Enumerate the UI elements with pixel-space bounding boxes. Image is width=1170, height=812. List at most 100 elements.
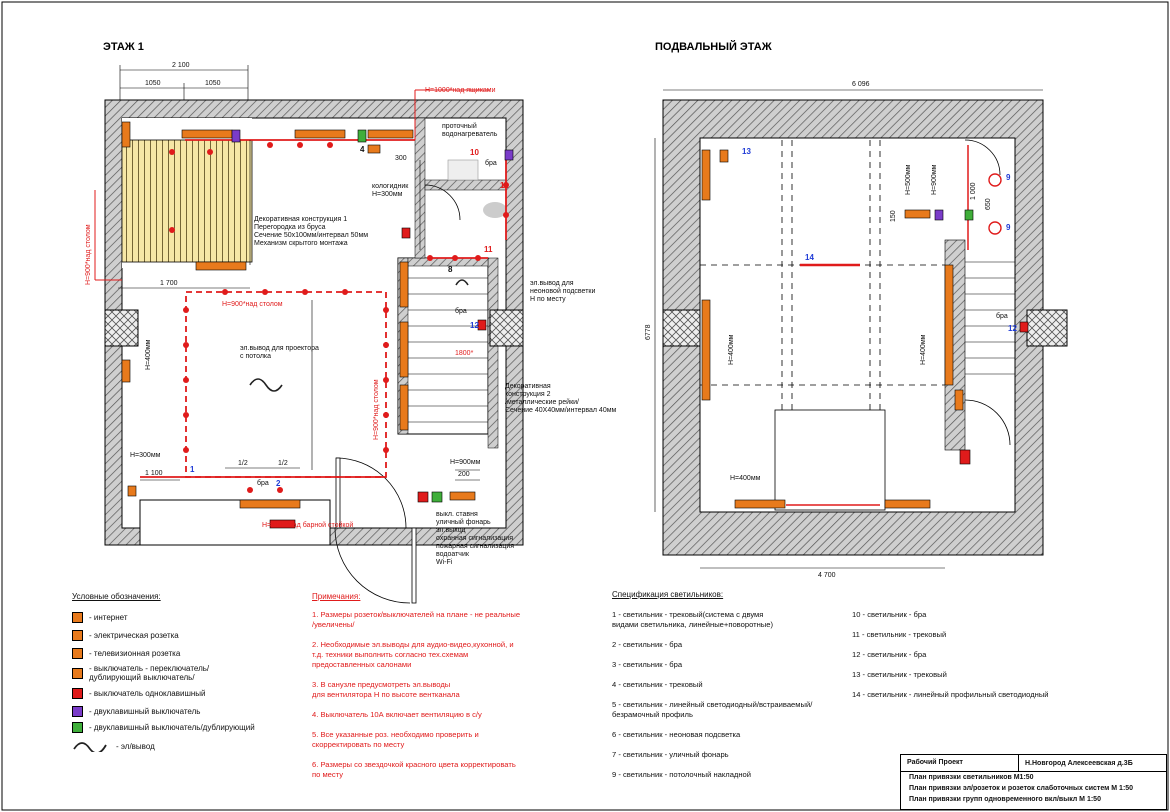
num-8: 8 bbox=[448, 265, 453, 274]
num-4: 4 bbox=[360, 145, 365, 154]
spec-item-13: 13 - светильник - трековый bbox=[852, 670, 947, 679]
num-2: 2 bbox=[276, 479, 281, 488]
num-1: 1 bbox=[190, 465, 195, 474]
legend-item-tv: - телевизионная розетка bbox=[72, 648, 180, 659]
label-bra-1: бра bbox=[485, 159, 497, 167]
double-dup-switch-icon bbox=[72, 722, 83, 733]
spec-title: Спецификация светильников: bbox=[612, 590, 724, 599]
basement-sockets bbox=[701, 149, 964, 509]
floor1-door bbox=[335, 457, 407, 529]
basement-title: ПОДВАЛЬНЫЙ ЭТАЖ bbox=[655, 40, 772, 53]
notes-title: Примечания: bbox=[312, 592, 361, 601]
floor1-window-left bbox=[104, 309, 139, 347]
label-h500: Н=500мм bbox=[905, 164, 912, 195]
spec-item-7: 7 - светильник - уличный фонарь bbox=[612, 750, 729, 759]
projector-cable-icon bbox=[249, 378, 283, 392]
ceiling-light-9b bbox=[988, 221, 1002, 235]
dim-300: 300 bbox=[395, 155, 407, 162]
toilet-icon bbox=[483, 202, 507, 218]
floor1-outer-wall bbox=[104, 99, 524, 546]
num-11a: 11 bbox=[500, 181, 509, 190]
label-h900-top: Н=900*над столом bbox=[222, 301, 283, 308]
floor1-title: ЭТАЖ 1 bbox=[103, 41, 144, 53]
spec-col-2: 10 - светильник - бра 11 - светильник - … bbox=[852, 610, 1082, 710]
single-switch-icon bbox=[72, 688, 83, 699]
double-switch-icon bbox=[72, 706, 83, 717]
label-h1000: Н=1000*над ящиками bbox=[425, 87, 496, 94]
dim-top-total: 2 100 bbox=[172, 62, 190, 69]
label-h400c: Н=400мм bbox=[730, 475, 761, 482]
label-h900-side: Н=900*над столом bbox=[85, 224, 92, 285]
basement-dim-1000: 1 000 bbox=[970, 182, 977, 200]
track-light-1 bbox=[185, 291, 387, 478]
legend-title: Условные обозначения: bbox=[72, 592, 161, 601]
internet-icon bbox=[72, 612, 83, 623]
basement-dim-650: 650 bbox=[985, 198, 992, 210]
legend-item-double-switch: - двуклавишный выключатель bbox=[72, 706, 200, 717]
basement-dim-top: 6 096 bbox=[852, 81, 870, 88]
deco-construction-1 bbox=[121, 139, 253, 263]
floor1-plan: ЭТАЖ 1 bbox=[94, 41, 524, 604]
spec-item-12: 12 - светильник - бра bbox=[852, 650, 927, 659]
tv-socket-icon bbox=[72, 648, 83, 659]
floor1-stair-wall bbox=[397, 257, 489, 435]
label-bar-height: Н=1100*над барной стойкой bbox=[262, 521, 353, 529]
stamp-project-type: Рабочий Проект bbox=[901, 755, 1019, 771]
label-bra-2: бра bbox=[455, 307, 467, 315]
neon-cable-icon bbox=[455, 279, 469, 286]
label-h400: Н=400мм bbox=[145, 339, 152, 370]
basement-dim-bottom: 4 700 bbox=[818, 572, 836, 579]
num-14: 14 bbox=[805, 253, 814, 262]
dim-half-2: 1/2 bbox=[278, 460, 288, 467]
note-3: 3. В санузле предусмотреть эл.выводы для… bbox=[312, 680, 460, 699]
spec-item-2: 2 - светильник - бра bbox=[612, 640, 683, 649]
ceiling-light-9a bbox=[988, 173, 1002, 187]
num-13: 13 bbox=[742, 147, 751, 156]
floor1-light-dots bbox=[169, 142, 509, 493]
label-h400a: Н=400мм bbox=[728, 334, 735, 365]
label-h900-right: Н=900*над столом bbox=[373, 379, 380, 440]
spec-item-4: 4 - светильник - трековый bbox=[612, 680, 703, 689]
dim-1800: 1800* bbox=[455, 350, 474, 357]
basement-plan: ПОДВАЛЬНЫЙ ЭТАЖ bbox=[654, 40, 1068, 569]
legend-item-socket: - электрическая розетка bbox=[72, 630, 179, 641]
spec-col-1: Спецификация светильников: 1 - светильни… bbox=[612, 590, 842, 790]
cable-icon bbox=[73, 742, 107, 752]
dim-top-left: 1050 bbox=[145, 80, 161, 87]
stamp-line-2: План привязки эл/розеток и розеток слабо… bbox=[909, 785, 1134, 792]
dim-top-right: 1050 bbox=[205, 80, 221, 87]
floor1-dimensions bbox=[118, 65, 480, 481]
label-h300: Н=300мм bbox=[130, 452, 161, 459]
legend-item-double-dup: - двуклавишный выключатель/дублирующий bbox=[72, 722, 255, 733]
spec-item-11: 11 - светильник - трековый bbox=[852, 630, 947, 639]
label-h400b: Н=400мм bbox=[920, 334, 927, 365]
spec-item-10: 10 - светильник - бра bbox=[852, 610, 927, 619]
switch-toggle-icon bbox=[72, 667, 83, 679]
note-6: 6. Размеры со звездочкой красного цвета … bbox=[312, 760, 516, 779]
floor1-stairs bbox=[408, 277, 488, 423]
note-1: 1. Размеры розеток/выключателей на плане… bbox=[312, 610, 521, 629]
note-5: 5. Все указанные роз. необходимо провери… bbox=[312, 730, 479, 749]
note-4: 4. Выключатель 10А включает вентиляцию в… bbox=[312, 710, 482, 719]
label-h900: Н=900мм bbox=[931, 164, 938, 195]
stamp-line-3: План привязки групп одновременного вкл/в… bbox=[909, 796, 1101, 803]
dim-1100: 1 100 bbox=[145, 470, 163, 477]
basement-outer-wall bbox=[662, 99, 1044, 556]
basement-dim-left: 6778 bbox=[645, 324, 652, 340]
legend-item-switch: - выключатель - переключатель/ дублирующ… bbox=[72, 664, 209, 682]
num-9b: 9 bbox=[1006, 223, 1011, 232]
dim-half-1: 1/2 bbox=[238, 460, 248, 467]
label-h900-door: Н=900мм bbox=[450, 459, 481, 466]
basement-dim-150: 150 bbox=[890, 210, 897, 222]
notes: Примечания: 1. Размеры розеток/выключате… bbox=[312, 592, 562, 790]
num-10: 10 bbox=[470, 148, 479, 157]
label-bra-3: бра bbox=[257, 479, 269, 487]
spec-item-14: 14 - светильник - линейный профильный св… bbox=[852, 690, 1049, 699]
